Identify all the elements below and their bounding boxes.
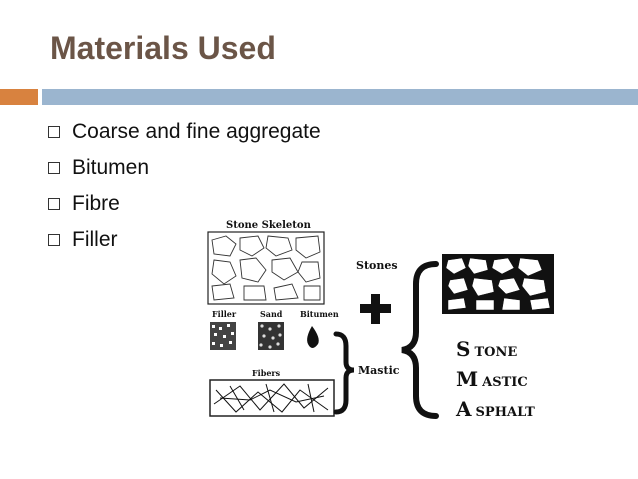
bullet-item: Fibre (48, 186, 321, 222)
stone-skeleton-pattern (211, 235, 321, 301)
mastic-label: Mastic (358, 364, 400, 377)
slide-title: Materials Used (50, 30, 276, 66)
square-bullet-icon (48, 126, 60, 138)
stone-skeleton-label: Stone Skeleton (226, 220, 312, 231)
bullet-item: Coarse and fine aggregate (48, 114, 321, 150)
filler-texture (210, 322, 236, 350)
sma-stone-image (442, 254, 554, 314)
sma-brace (401, 261, 439, 419)
bitumen-label: Bitumen (300, 309, 339, 319)
square-bullet-icon (48, 198, 60, 210)
bitumen-drop-icon (307, 326, 319, 348)
filler-label: Filler (212, 309, 237, 319)
fibers-label: Fibers (252, 368, 281, 378)
bullet-item: Bitumen (48, 150, 321, 186)
sand-label: Sand (260, 309, 283, 319)
square-bullet-icon (48, 234, 60, 246)
accent-bar-orange (0, 89, 38, 105)
mastic-bracket (333, 331, 355, 415)
fibers-pattern (213, 383, 329, 413)
stones-label: Stones (356, 259, 398, 272)
sand-texture (258, 322, 284, 350)
bullet-item: Filler (48, 222, 321, 258)
stone-skeleton-box (207, 231, 325, 305)
plus-icon (360, 294, 391, 324)
accent-bar-blue (42, 89, 638, 105)
bullet-list: Coarse and fine aggregate Bitumen Fibre … (48, 114, 321, 258)
sma-composition-diagram: Stone Skeleton Filler Sand Bitumen (207, 220, 554, 421)
square-bullet-icon (48, 162, 60, 174)
